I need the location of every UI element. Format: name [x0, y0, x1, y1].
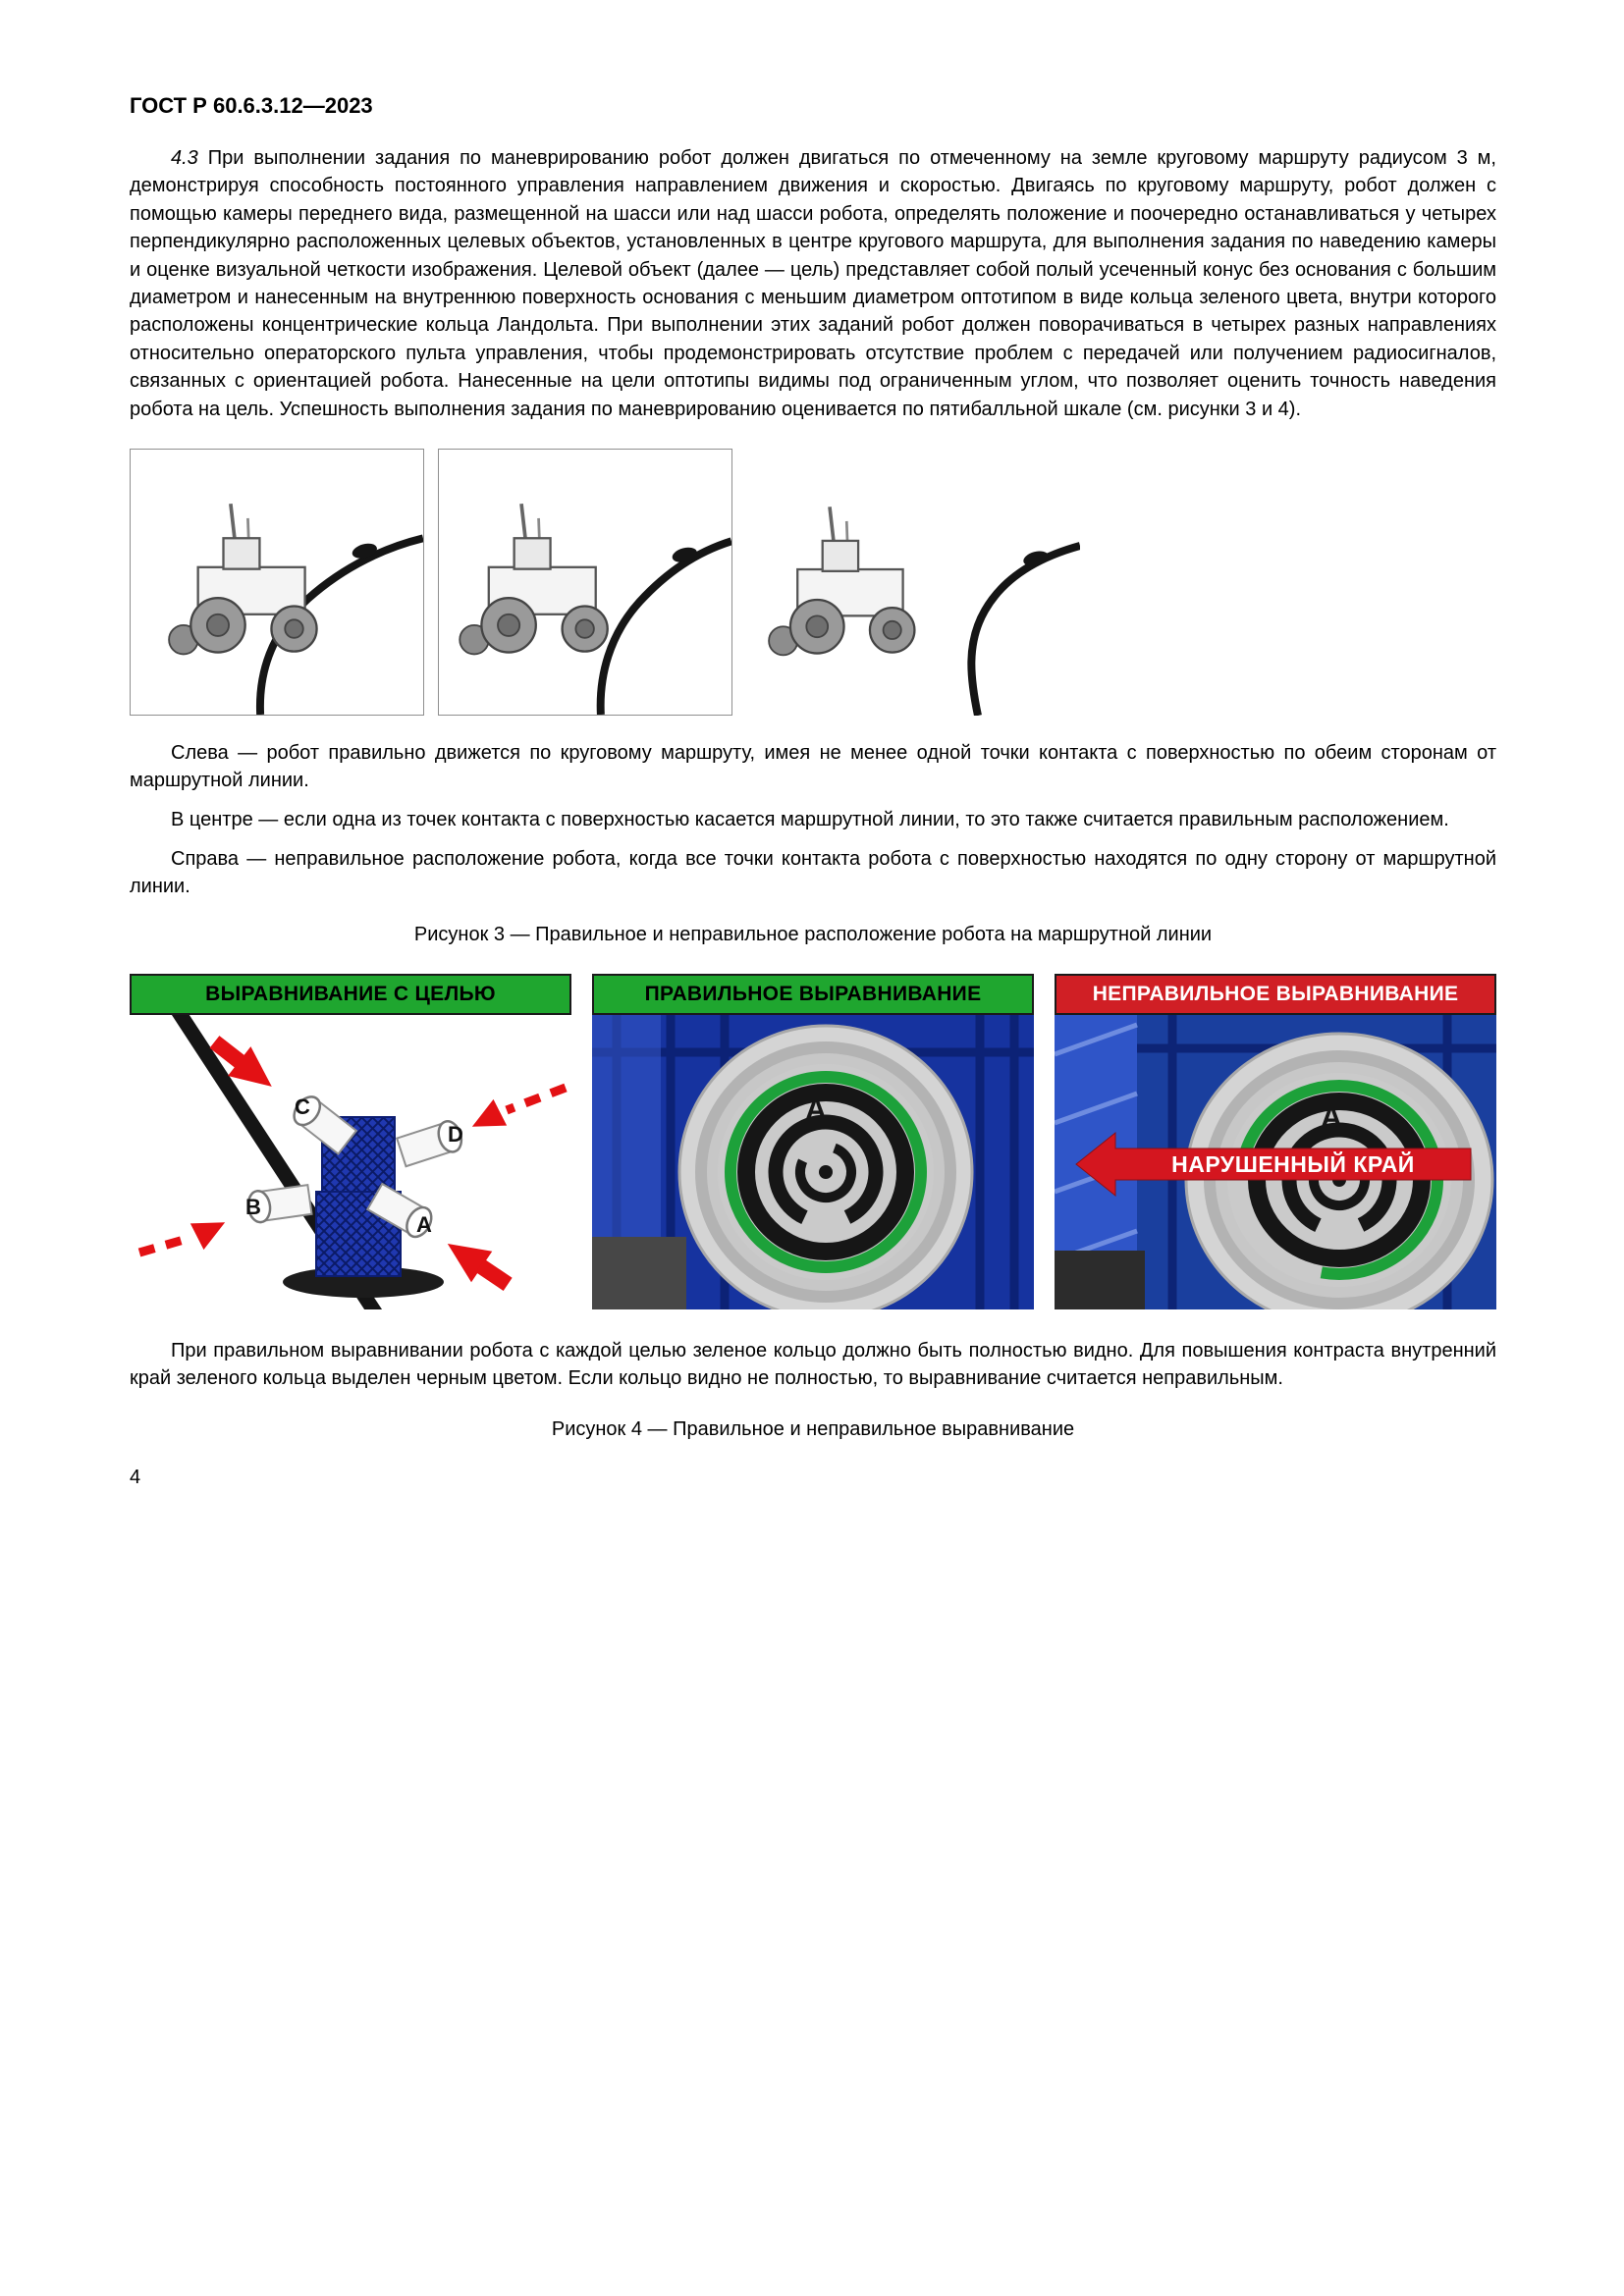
- figure3-image-row: [130, 448, 1496, 716]
- correct-alignment-body: A: [592, 1014, 1034, 1309]
- dark-corner: [592, 1236, 686, 1309]
- route-line: [255, 534, 423, 715]
- document-code: ГОСТ Р 60.6.3.12—2023: [130, 93, 373, 118]
- target-letter: A: [1321, 1101, 1342, 1134]
- legend-right: Справа — неправильное расположение робот…: [130, 847, 1496, 897]
- landolt-ring-inner: [795, 1141, 856, 1202]
- robot-drawing: [767, 505, 917, 658]
- target-cone-face: A: [677, 1024, 974, 1309]
- figure4-note: При правильном выравнивании робота с каж…: [130, 1339, 1496, 1390]
- banner-text: НАРУШЕННЫЙ КРАЙ: [1171, 1150, 1415, 1177]
- clause-text: При выполнении задания по маневрированию…: [130, 147, 1496, 420]
- figure3-caption: Рисунок 3 — Правильное и неправильное ра…: [413, 923, 1213, 945]
- robot-incorrect-route-illustration: [767, 505, 1080, 716]
- figure3-panel-center: [438, 448, 732, 716]
- figure3-legend: Слева — робот правильно движется по круг…: [130, 739, 1496, 900]
- route-dot: [1023, 551, 1049, 566]
- cone-label-c: C: [295, 1095, 310, 1119]
- target-letter: A: [805, 1094, 827, 1126]
- landolt-ring-outer: [768, 1114, 884, 1230]
- incorrect-alignment-photo: A НАРУШЕННЫЙ КРАЙ: [1055, 1014, 1496, 1309]
- cone-label-group: C D B A: [245, 1095, 463, 1237]
- figure4-panel-incorrect: НЕПРАВИЛЬНОЕ ВЫРАВНИВАНИЕ: [1055, 973, 1496, 1309]
- route-line: [967, 542, 1080, 716]
- figure4-panels: ВЫРАВНИВАНИЕ С ЦЕЛЬЮ: [130, 973, 1496, 1309]
- robot-correct-route-illustration: [167, 502, 423, 715]
- route-dot: [672, 547, 697, 562]
- cone-label-d: D: [448, 1122, 463, 1147]
- clause-number: 4.3: [171, 147, 198, 169]
- black-ring: [737, 1083, 914, 1260]
- panel-header-incorrect: НЕПРАВИЛЬНОЕ ВЫРАВНИВАНИЕ: [1055, 973, 1496, 1015]
- correct-alignment-photo: A: [592, 1014, 1034, 1309]
- direction-arrows: [137, 1035, 568, 1291]
- figure3-panel-right: [746, 448, 1080, 716]
- violated-edge-banner: НАРУШЕННЫЙ КРАЙ: [1075, 1131, 1472, 1197]
- dark-corner: [1055, 1250, 1145, 1309]
- center-dot: [819, 1164, 833, 1179]
- robot-drawing: [458, 502, 610, 657]
- clause-4-3-paragraph: 4.3 При выполнении задания по маневриров…: [130, 144, 1496, 423]
- alignment-diagram-body: C D B A: [130, 1014, 571, 1309]
- figure3-panel-left: [130, 448, 424, 716]
- alignment-with-target-diagram: C D B A: [130, 1014, 571, 1309]
- cone-label-b: B: [245, 1195, 261, 1219]
- legend-center: В центре — если одна из точек контакта с…: [171, 808, 1449, 830]
- robot-drawing: [167, 502, 319, 657]
- panel-header-correct: ПРАВИЛЬНОЕ ВЫРАВНИВАНИЕ: [592, 973, 1034, 1015]
- figure4-panel-alignment-scheme: ВЫРАВНИВАНИЕ С ЦЕЛЬЮ: [130, 973, 571, 1309]
- route-dot: [352, 543, 377, 559]
- figure4-panel-correct: ПРАВИЛЬНОЕ ВЫРАВНИВАНИЕ: [592, 973, 1034, 1309]
- robot-touching-route-illustration: [458, 502, 731, 715]
- figure4-caption: Рисунок 4 — Правильное и неправильное вы…: [551, 1417, 1075, 1440]
- incorrect-alignment-body: A НАРУШЕННЫЙ КРАЙ: [1055, 1014, 1496, 1309]
- page-number: 4: [130, 1466, 141, 1488]
- legend-left: Слева — робот правильно движется по круг…: [130, 741, 1496, 791]
- green-ring: [725, 1070, 927, 1273]
- panel-header-alignment: ВЫРАВНИВАНИЕ С ЦЕЛЬЮ: [130, 973, 571, 1015]
- route-line: [596, 537, 731, 715]
- target-cones: [246, 1095, 463, 1239]
- cone-label-a: A: [416, 1212, 432, 1237]
